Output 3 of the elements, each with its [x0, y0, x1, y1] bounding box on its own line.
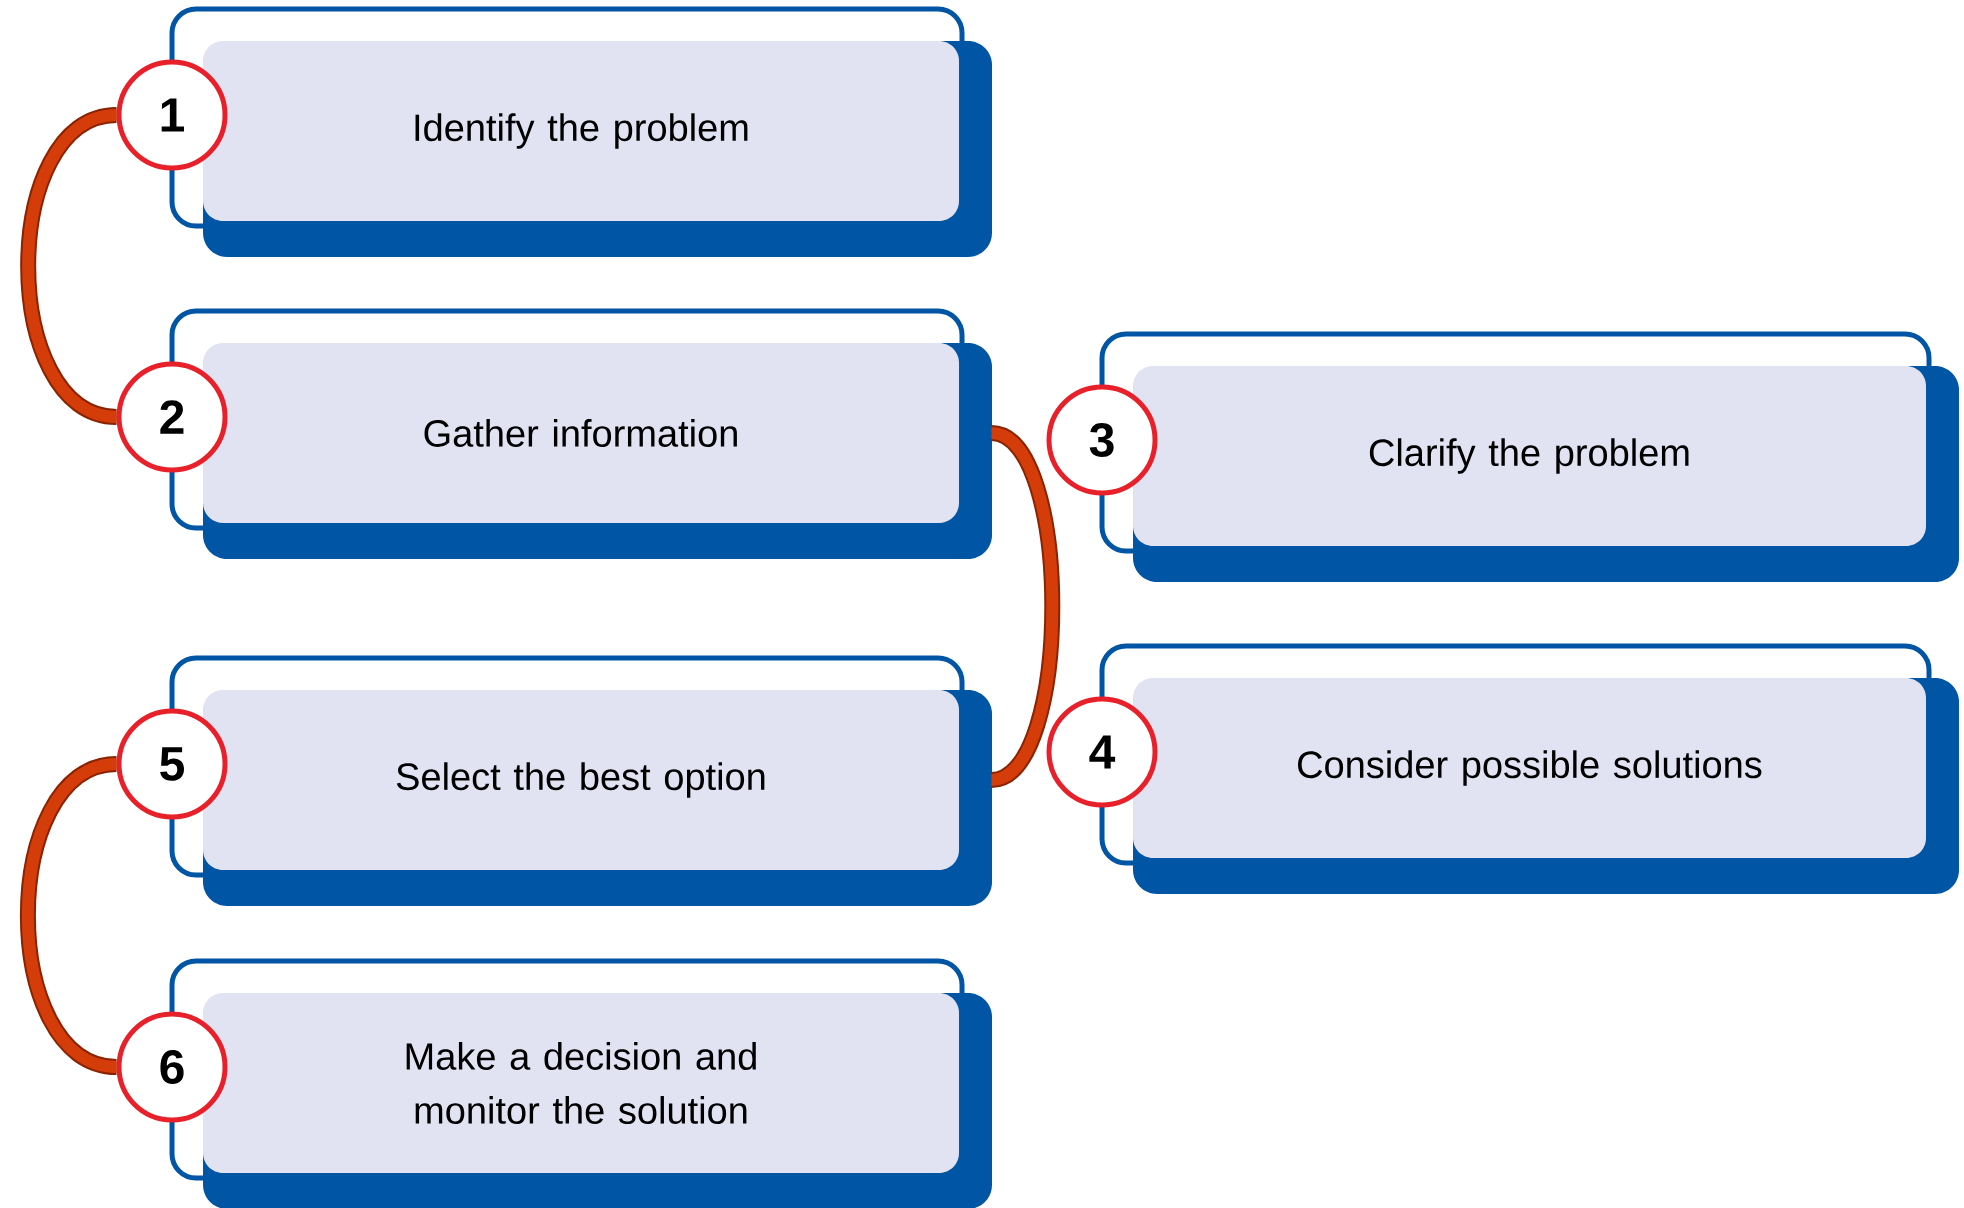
- connector-arc: [20, 756, 119, 1075]
- connector-arc: [988, 425, 1061, 788]
- connector-arc: [20, 107, 119, 425]
